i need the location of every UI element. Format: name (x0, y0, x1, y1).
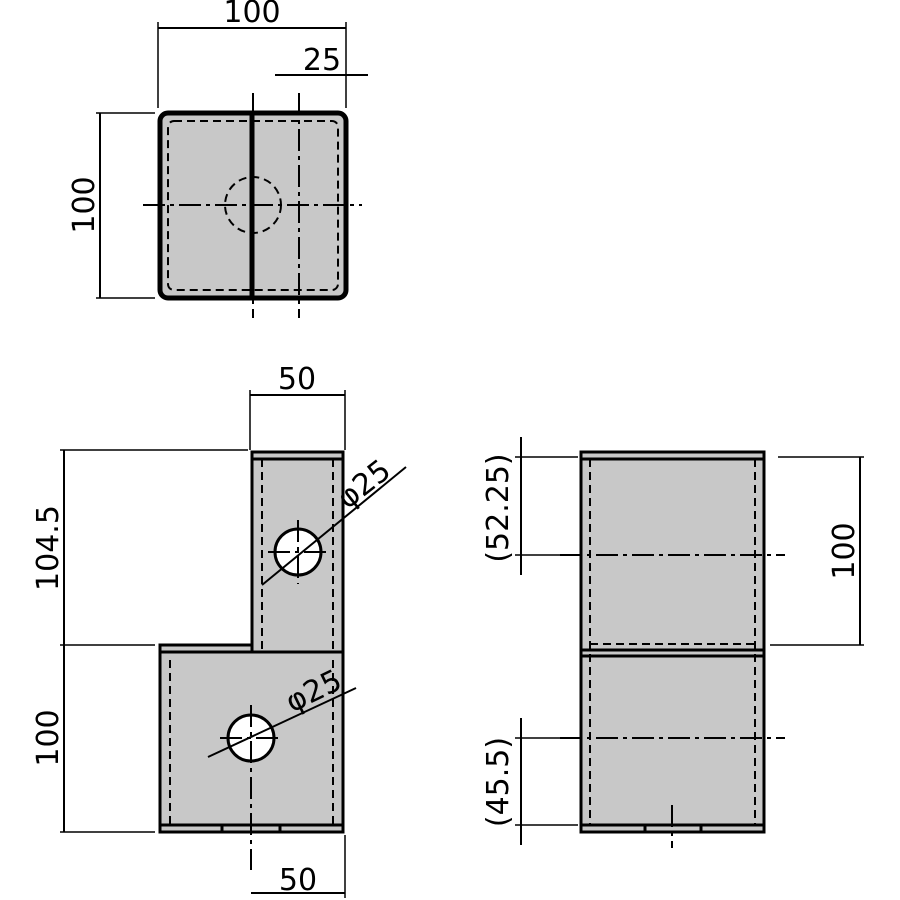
top-view-offset-label: 25 (303, 43, 341, 78)
front-view-lower-ledge (158, 643, 254, 654)
front-view-upper-cap (250, 450, 345, 461)
front-view-upper-width-label: 50 (278, 362, 316, 397)
side-view: (52.25) (45.5) 100 (481, 437, 864, 848)
side-view-height-label: 100 (827, 522, 862, 579)
side-view-lower-ref-label: (45.5) (481, 737, 516, 827)
front-view-lower-height-label: 100 (31, 709, 66, 766)
side-view-top-cap (579, 450, 766, 461)
top-view-height-label: 100 (67, 176, 102, 233)
side-view-upper-ref-label: (52.25) (481, 453, 516, 562)
top-view-width-label: 100 (223, 0, 280, 30)
side-view-body (579, 450, 766, 834)
front-view-upper-height-label: 104.5 (31, 505, 66, 591)
front-view-upper-hole-leader (261, 466, 407, 586)
front-view: φ25 φ25 50 104.5 100 50 (31, 362, 407, 898)
front-view-bottom-width-label: 50 (279, 863, 317, 898)
front-view-lower-hole-leader (207, 687, 357, 758)
top-view: 100 25 100 (67, 0, 368, 318)
